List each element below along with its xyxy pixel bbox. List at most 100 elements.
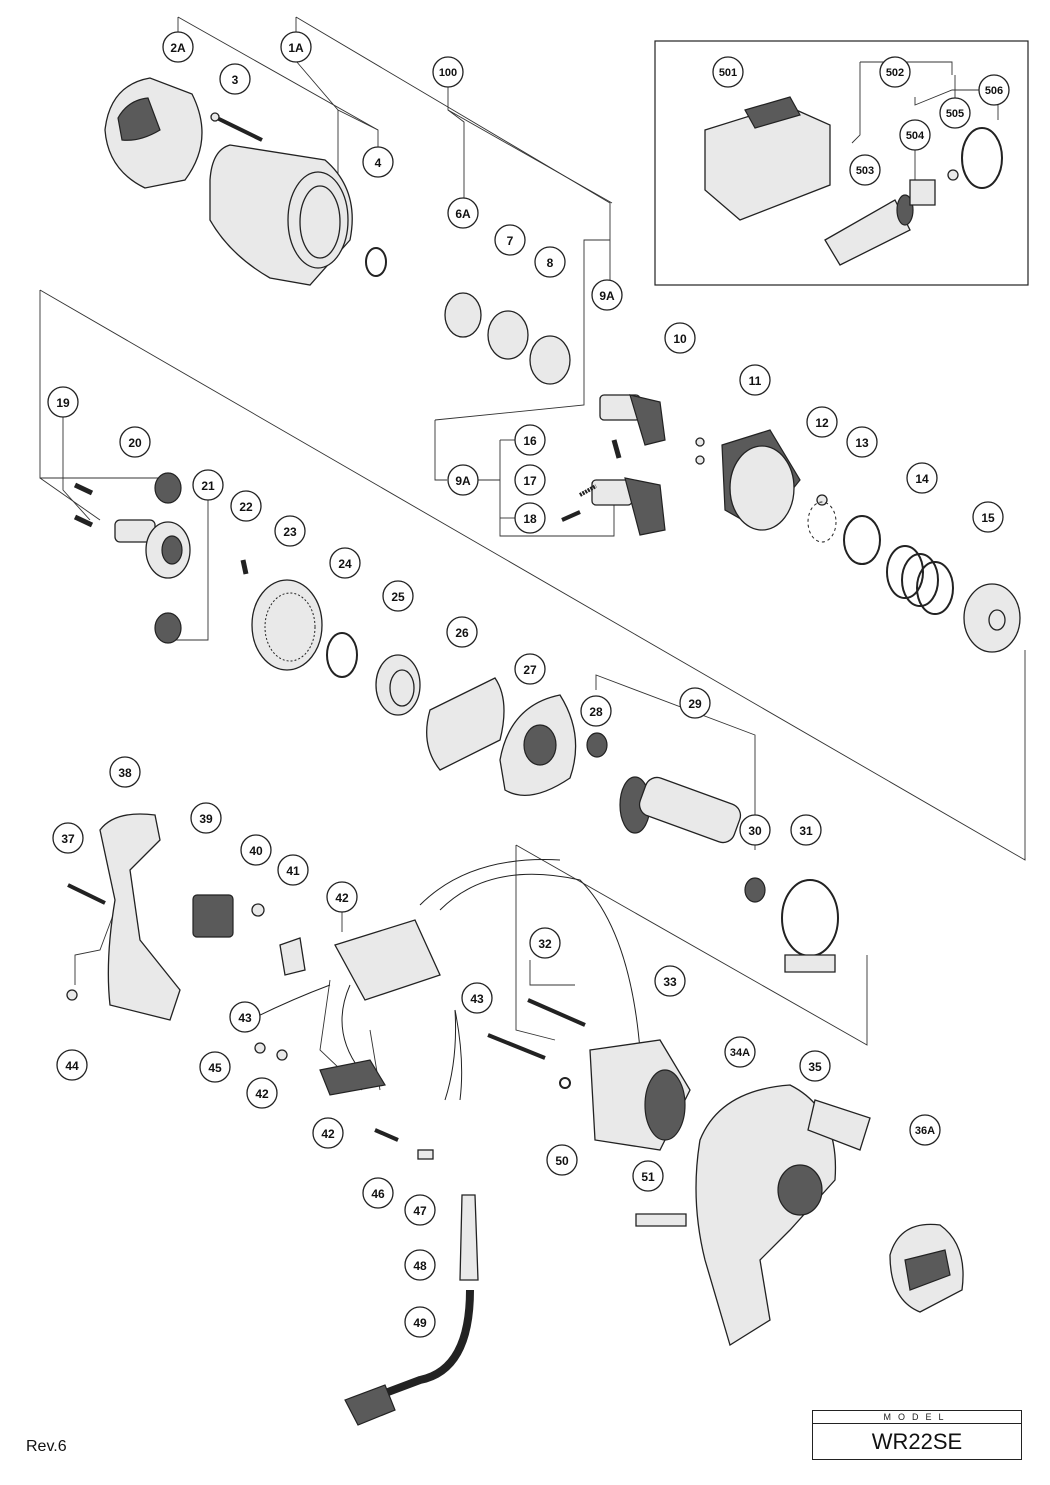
part-48-49-cord (344, 1194, 479, 1426)
part-35-label (807, 1099, 871, 1151)
part-2a-front-cover (104, 77, 203, 189)
callout-text: 3 (232, 73, 239, 87)
callout-38-33: 38 (109, 756, 141, 788)
part-4-oring (365, 247, 387, 277)
callout-text: 2A (170, 41, 186, 55)
part-42-controller (334, 919, 441, 1001)
callout-29-29: 29 (679, 687, 711, 719)
callout-504-58: 504 (899, 119, 931, 151)
revision-label: Rev.6 (26, 1438, 67, 1455)
callout-46-49: 46 (362, 1177, 394, 1209)
part-33-stator (589, 1039, 691, 1151)
part-30-bearing (744, 877, 766, 903)
callout-text: 33 (663, 975, 677, 989)
part-41-clamp (279, 937, 306, 976)
callout-22-22: 22 (230, 490, 262, 522)
callout-text: 9A (455, 474, 471, 488)
model-box: MODEL WR22SE (812, 1410, 1022, 1460)
callout-45-41: 45 (199, 1051, 231, 1083)
part-50-washer (559, 1077, 571, 1089)
part-45-screws (254, 1042, 288, 1061)
part-42-noise-suppressor (319, 1059, 386, 1096)
callout-501-55: 501 (712, 56, 744, 88)
callout-text: 21 (201, 479, 215, 493)
part-47-clamp (417, 1149, 434, 1160)
callout-text: 47 (413, 1204, 427, 1218)
part-38-handle-cover (99, 813, 181, 1021)
accessory-box (654, 40, 1029, 286)
part-9a-anvil-upper (599, 394, 666, 446)
callout-text: 41 (286, 864, 300, 878)
callout-11-11: 11 (739, 364, 771, 396)
part-7-washer (487, 310, 529, 360)
callout-34a-46: 34A (724, 1036, 756, 1068)
callout-6a-5: 6A (447, 197, 479, 229)
part-17-spring (579, 484, 597, 497)
callout-text: 25 (391, 590, 405, 604)
part-23-internal-gear (251, 579, 323, 671)
callout-text: 36A (915, 1125, 935, 1137)
callout-text: 35 (808, 1060, 822, 1074)
callout-30-30: 30 (739, 814, 771, 846)
part-19-pins (73, 482, 94, 528)
part-21-gears (154, 472, 182, 644)
part-36a-rear-cover (889, 1223, 964, 1313)
callout-23-23: 23 (274, 515, 306, 547)
part-cord-terminals (444, 1009, 463, 1101)
callout-text: 45 (208, 1061, 222, 1075)
part-32-screw-b (487, 1033, 546, 1060)
part-6a-washer (444, 292, 482, 338)
callout-42-37: 42 (326, 881, 358, 913)
callout-36a-48: 36A (909, 1114, 941, 1146)
callout-2a-0: 2A (162, 31, 194, 63)
callout-text: 43 (470, 992, 484, 1006)
callout-text: 100 (439, 67, 457, 79)
callout-9a-9: 9A (447, 464, 479, 496)
part-506-band (961, 127, 1003, 189)
callout-text: 31 (799, 824, 813, 838)
part-10-balls (695, 437, 705, 465)
callout-42-43: 42 (312, 1117, 344, 1149)
part-26-gasket (426, 677, 505, 771)
callout-text: 7 (507, 234, 514, 248)
part-24-oring (326, 632, 358, 678)
callout-17-17: 17 (514, 464, 546, 496)
callout-506-60: 506 (978, 74, 1010, 106)
callout-14-14: 14 (906, 462, 938, 494)
callout-text: 51 (641, 1170, 655, 1184)
callout-text: 8 (547, 256, 554, 270)
callout-text: 502 (886, 67, 904, 79)
callout-text: 20 (128, 436, 142, 450)
part-34a-housing (695, 1084, 837, 1347)
callout-text: 49 (413, 1316, 427, 1330)
callout-text: 15 (981, 511, 995, 525)
callout-15-15: 15 (972, 501, 1004, 533)
part-16-pin (611, 439, 622, 459)
part-504-bracket (909, 179, 936, 206)
callout-503-57: 503 (849, 154, 881, 186)
callout-1a-1: 1A (280, 31, 312, 63)
part-1a-gear-case (209, 144, 353, 286)
callout-100-3: 100 (432, 56, 464, 88)
part-32-screws (527, 998, 586, 1027)
callout-text: 42 (321, 1127, 335, 1141)
part-15-bearing (963, 583, 1021, 653)
callout-9a-8: 9A (591, 279, 623, 311)
callout-text: 38 (118, 766, 132, 780)
callout-text: 26 (455, 626, 469, 640)
part-51-label (635, 1213, 687, 1227)
callout-20-20: 20 (119, 426, 151, 458)
callout-10-10: 10 (664, 322, 696, 354)
callout-text: 43 (238, 1011, 252, 1025)
callout-41-36: 41 (277, 854, 309, 886)
callout-16-16: 16 (514, 424, 546, 456)
part-501-case (704, 96, 831, 221)
callout-47-50: 47 (404, 1194, 436, 1226)
part-22-pin (240, 559, 249, 575)
part-503-side-handle (824, 194, 914, 266)
callout-text: 12 (815, 416, 829, 430)
callout-32-44: 32 (529, 927, 561, 959)
part-8-washer (529, 335, 571, 385)
callout-505-59: 505 (939, 97, 971, 129)
